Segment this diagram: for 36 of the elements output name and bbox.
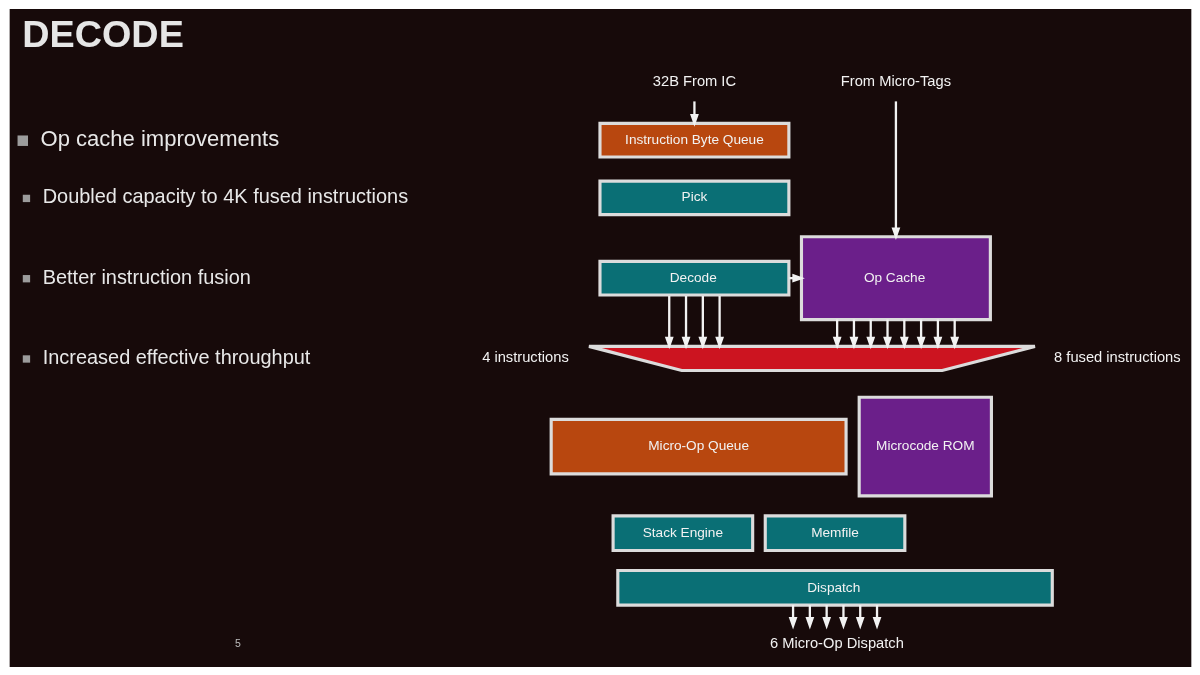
node-box: Op Cache xyxy=(799,234,992,321)
arrow xyxy=(849,319,858,349)
arrow xyxy=(882,319,892,349)
node-text: 32B From IC xyxy=(652,72,736,89)
node-box: Instruction Byte Queue xyxy=(597,121,790,159)
label: Increased effective throughput xyxy=(42,345,310,368)
arrow xyxy=(899,319,909,349)
node-box: Pick xyxy=(597,179,790,216)
arrow xyxy=(933,319,942,349)
arrow xyxy=(681,295,690,349)
label: 5 xyxy=(234,637,241,649)
label: 4 instructions xyxy=(481,348,569,365)
node-box: Micro-Op Queue xyxy=(549,417,848,475)
arrow xyxy=(689,100,699,127)
node-bar xyxy=(586,344,1037,372)
arrow xyxy=(949,319,959,349)
node-box: Decode xyxy=(597,259,790,297)
arrow xyxy=(664,295,674,349)
node-box: Memfile xyxy=(763,513,906,552)
arrow xyxy=(714,295,724,349)
node-text: 6 Micro-Op Dispatch xyxy=(769,634,904,651)
arrow xyxy=(697,295,707,349)
node-box: Stack Engine xyxy=(611,513,754,552)
arrow xyxy=(916,319,925,349)
label: Better instruction fusion xyxy=(42,265,251,288)
arrow xyxy=(891,100,900,240)
label: 8 fused instructions xyxy=(1053,348,1181,365)
diagram-title: DECODE xyxy=(21,12,184,55)
arrow xyxy=(865,319,875,349)
label: Op cache improvements xyxy=(40,125,279,151)
arrow xyxy=(832,319,842,349)
label: Doubled capacity to 4K fused instructions xyxy=(42,184,408,207)
node-text: From Micro-Tags xyxy=(840,72,951,89)
node-box: Dispatch xyxy=(615,568,1054,607)
node-box: Microcode ROM xyxy=(857,395,993,497)
arrow xyxy=(838,604,848,630)
